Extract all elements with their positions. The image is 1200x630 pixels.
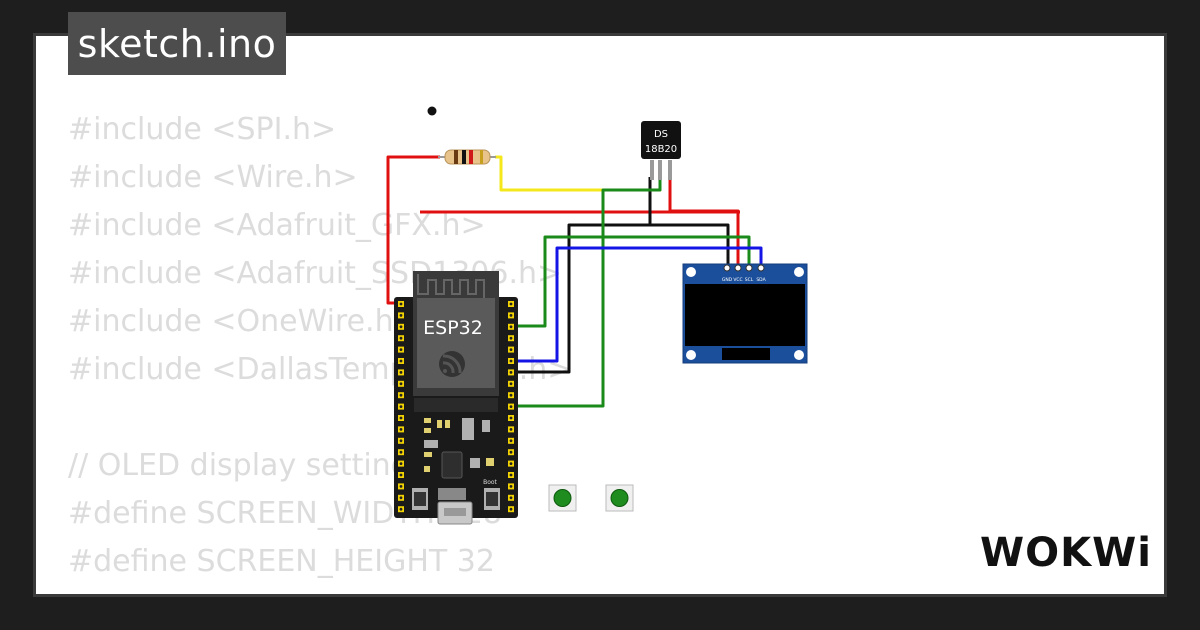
oled-pin-sda: SDA <box>756 277 766 283</box>
code-line: #include <Wire.h> <box>68 160 358 195</box>
code-line: #include <OneWire.h> <box>68 304 419 339</box>
ds18b20-sensor[interactable]: DS 18B20 <box>641 121 681 180</box>
resistor[interactable] <box>438 149 496 165</box>
wire-green-data[interactable] <box>512 177 662 408</box>
wire-black-oled-gnd[interactable] <box>512 223 730 374</box>
push-button-1[interactable] <box>548 484 577 512</box>
file-tab[interactable]: sketch.ino <box>68 12 286 75</box>
push-button-2[interactable] <box>605 484 634 512</box>
oled-pin-vcc: VCC <box>733 277 742 283</box>
oled-display[interactable]: GND VCC SCL SDA <box>682 263 808 364</box>
wire-red-resistor[interactable] <box>386 155 440 305</box>
code-line: #define OLED_RESET -1 <box>68 586 572 594</box>
code-line: #include <Adafruit_GFX.h> <box>68 208 486 243</box>
esp32-label: ESP32 <box>423 317 483 339</box>
sensor-label-line1: DS <box>654 129 668 140</box>
code-line: #include <Adafruit_SSD1306.h> <box>68 256 563 291</box>
oled-pin-scl: SCL <box>745 277 754 283</box>
wokwi-logo-text: WOKWi <box>980 530 1148 576</box>
wokwi-logo: WOKWi <box>976 526 1151 582</box>
wires <box>386 155 763 408</box>
espressif-logo-icon <box>439 351 465 377</box>
oled-pin-gnd: GND <box>722 277 733 283</box>
wire-blue-sda[interactable] <box>512 246 763 363</box>
esp32-board[interactable]: ESP32 Boot <box>394 271 518 525</box>
oled-screen <box>685 284 805 346</box>
code-line: #include <SPI.h> <box>68 112 337 147</box>
esp32-pins-left <box>398 301 404 513</box>
sensor-label-line2: 18B20 <box>645 144 677 155</box>
probe-dot <box>427 106 437 116</box>
boot-label: Boot <box>483 479 497 486</box>
code-line: #define SCREEN_HEIGHT 32 <box>68 544 495 579</box>
wire-yellow-resistor[interactable] <box>495 155 662 192</box>
esp32-pins-right <box>508 301 514 513</box>
